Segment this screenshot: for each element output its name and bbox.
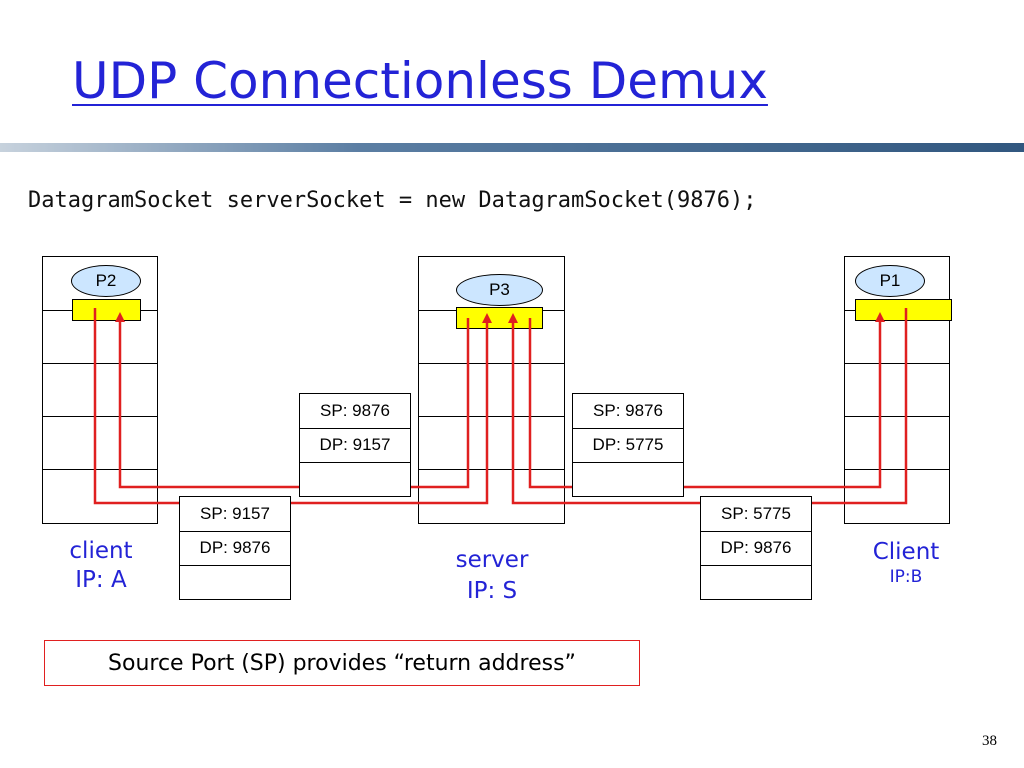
process-p3: P3 — [456, 274, 543, 306]
server-ip: IP: S — [466, 578, 518, 604]
segment-client-a-to-server: SP: 9157 DP: 9876 — [179, 496, 291, 600]
segment-server-to-client-b: SP: 9876 DP: 5775 — [572, 393, 684, 497]
title-divider-bar — [0, 143, 1024, 152]
client-b-label: Client IP:B — [846, 538, 966, 588]
return-address-note: Source Port (SP) provides “return addres… — [44, 640, 640, 686]
process-p2: P2 — [71, 265, 141, 297]
client-a-name: client — [69, 538, 133, 564]
segment-dest-port: DP: 5775 — [573, 428, 683, 463]
client-b-name: Client — [872, 539, 940, 565]
page-number: 38 — [982, 733, 997, 749]
segment-dest-port: DP: 9157 — [300, 428, 410, 463]
process-p1: P1 — [855, 265, 925, 297]
code-line: DatagramSocket serverSocket = new Datagr… — [28, 188, 757, 213]
slide-title: UDP Connectionless Demux — [72, 52, 768, 110]
segment-dest-port: DP: 9876 — [180, 531, 290, 566]
arrow-client-a-to-server — [93, 308, 492, 505]
arrow-server-to-client-b — [528, 312, 885, 489]
segment-source-port: SP: 5775 — [701, 497, 811, 532]
server-socket — [456, 307, 543, 329]
server-label: server IP: S — [432, 546, 552, 608]
segment-server-to-client-a: SP: 9876 DP: 9157 — [299, 393, 411, 497]
segment-source-port: SP: 9876 — [300, 394, 410, 429]
server-name: server — [455, 547, 529, 573]
client-b-ip: IP:B — [889, 567, 923, 587]
client-a-ip: IP: A — [75, 567, 127, 593]
segment-client-b-to-server: SP: 5775 DP: 9876 — [700, 496, 812, 600]
client-a-label: client IP: A — [44, 537, 158, 595]
segment-source-port: SP: 9157 — [180, 497, 290, 532]
segment-dest-port: DP: 9876 — [701, 531, 811, 566]
segment-source-port: SP: 9876 — [573, 394, 683, 429]
arrow-server-to-client-a — [115, 312, 470, 489]
